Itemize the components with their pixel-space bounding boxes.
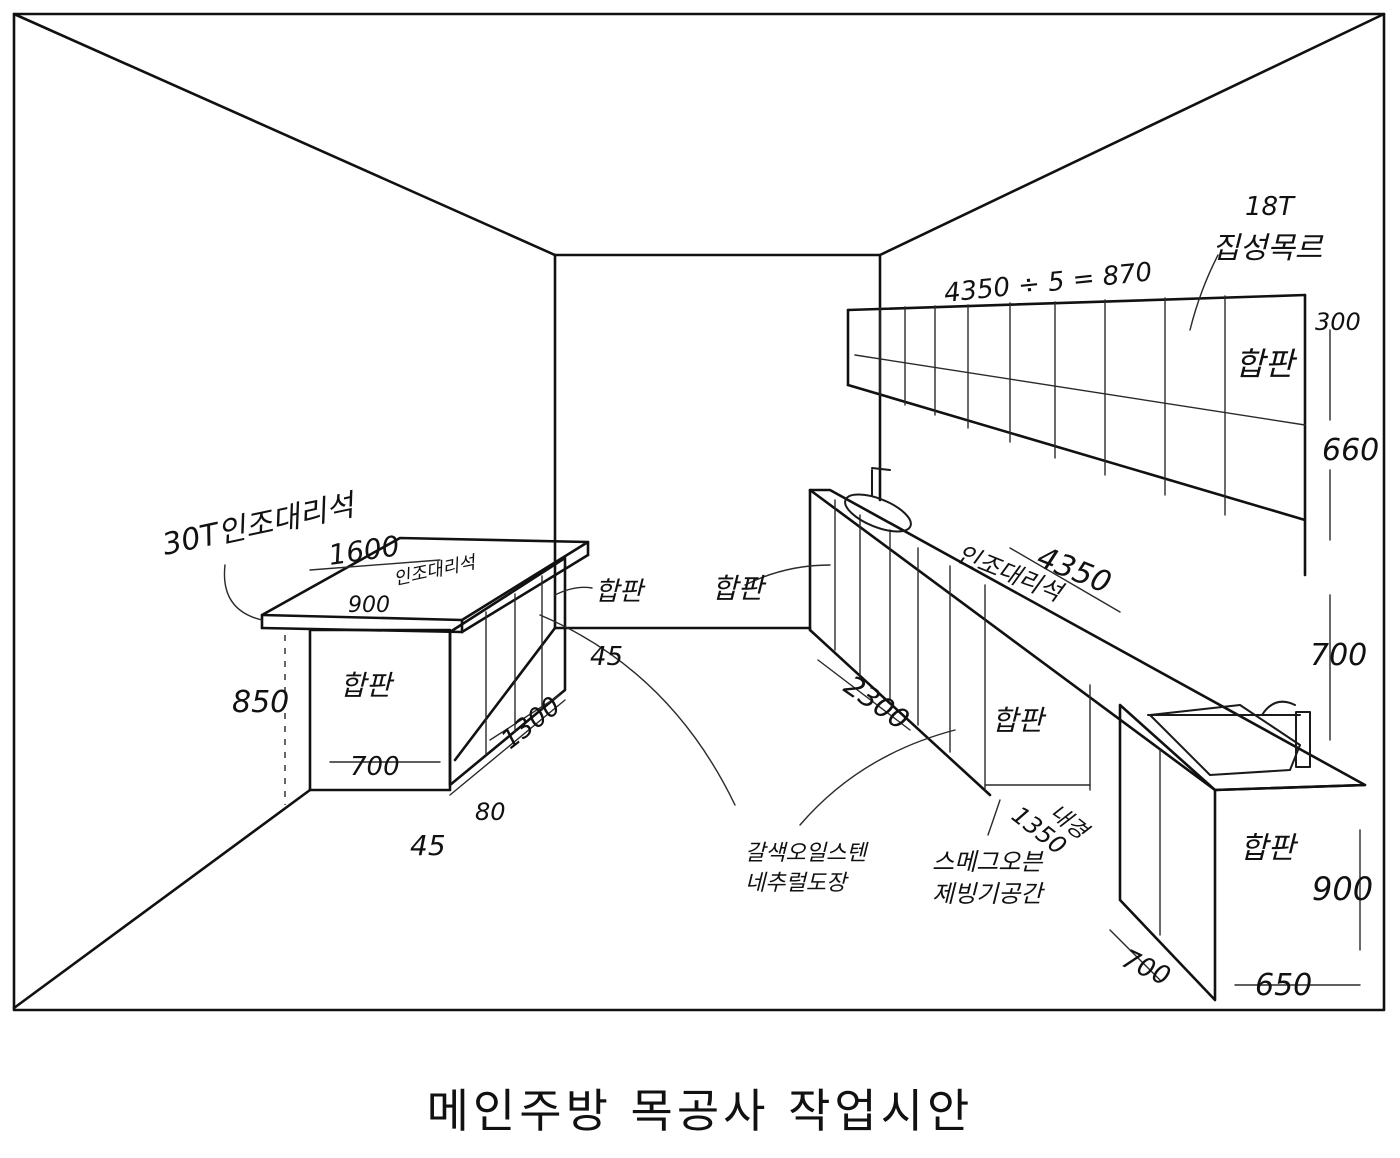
run-length-label: 2300 [838,669,915,737]
left-run-door-label: 합판 [712,572,767,605]
oven-label-b: 제빙기공간 [932,880,1045,908]
island-side-depth-label: 700 [350,752,400,782]
island-side-door-label: 합판 [595,577,646,607]
wall-cabinet-height-label: 660 [1322,433,1379,468]
island-length-label: 1600 [326,529,401,572]
island-top-depth-label: 900 [348,593,390,618]
run-door-label: 합판 [992,704,1047,737]
gap-height-label: 700 [1310,638,1367,673]
sink-cabinet-door-label: 합판 [1240,831,1299,866]
dimension-lines [309,329,1361,986]
island-toe-height-label: 80 [475,798,506,826]
sink-cabinet-height-label: 900 [1312,870,1373,908]
oven-label-a: 스메그오븐 [932,848,1043,876]
room-outline [12,12,1386,1012]
leader-arrows [223,254,1219,836]
island-kick-label: 45 [590,642,623,672]
island-toe-label: 45 [410,829,446,862]
wall-cabinet-material-b-label: 집성목르 [1212,231,1324,266]
sink-cabinet [1118,700,1367,1002]
annotation-labels: 30T인조대리석 1600 인조대리석 900 850 합판 700 45 80… [159,192,1379,1003]
floor-label-b: 네추럴도장 [745,871,849,896]
wall-cabinet-material-a-label: 18T [1245,192,1296,222]
island-cabinet [260,536,590,805]
wall-cabinet-height-top-label: 300 [1315,308,1361,336]
sink-cabinet-width-label: 700 [1117,944,1175,992]
sink-cabinet-depth-label: 650 [1255,968,1312,1003]
island-height-label: 850 [232,685,289,720]
floor-label-a: 갈색오일스텐 [745,841,869,866]
sketch-caption: 메인주방 목공사 작업시안 [426,1084,974,1138]
island-length-side-label: 1300 [496,691,567,755]
upper-wall-cabinets [846,293,1307,577]
wall-cabinet-door-label: 합판 [1235,345,1297,383]
left-base-cabinets [808,467,1367,797]
island-door-label: 합판 [340,669,395,702]
island-top-note-label: 인조대리석 [392,552,480,590]
